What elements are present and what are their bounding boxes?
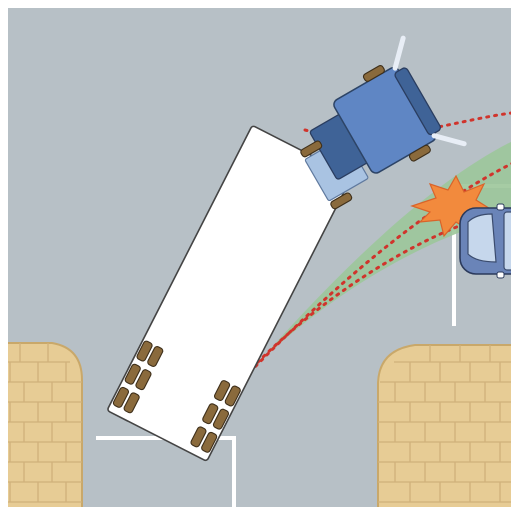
- outer-swept-path-line-lower: [248, 158, 519, 374]
- sidewalk-right: [377, 344, 519, 515]
- stop-line-marking: [96, 436, 236, 515]
- parked-car-icon: [459, 203, 519, 279]
- truck-cab-icon: [300, 35, 467, 210]
- sidewalk-left: [0, 342, 83, 515]
- trailer-icon: [107, 125, 352, 462]
- outer-swept-path-line: [303, 110, 519, 139]
